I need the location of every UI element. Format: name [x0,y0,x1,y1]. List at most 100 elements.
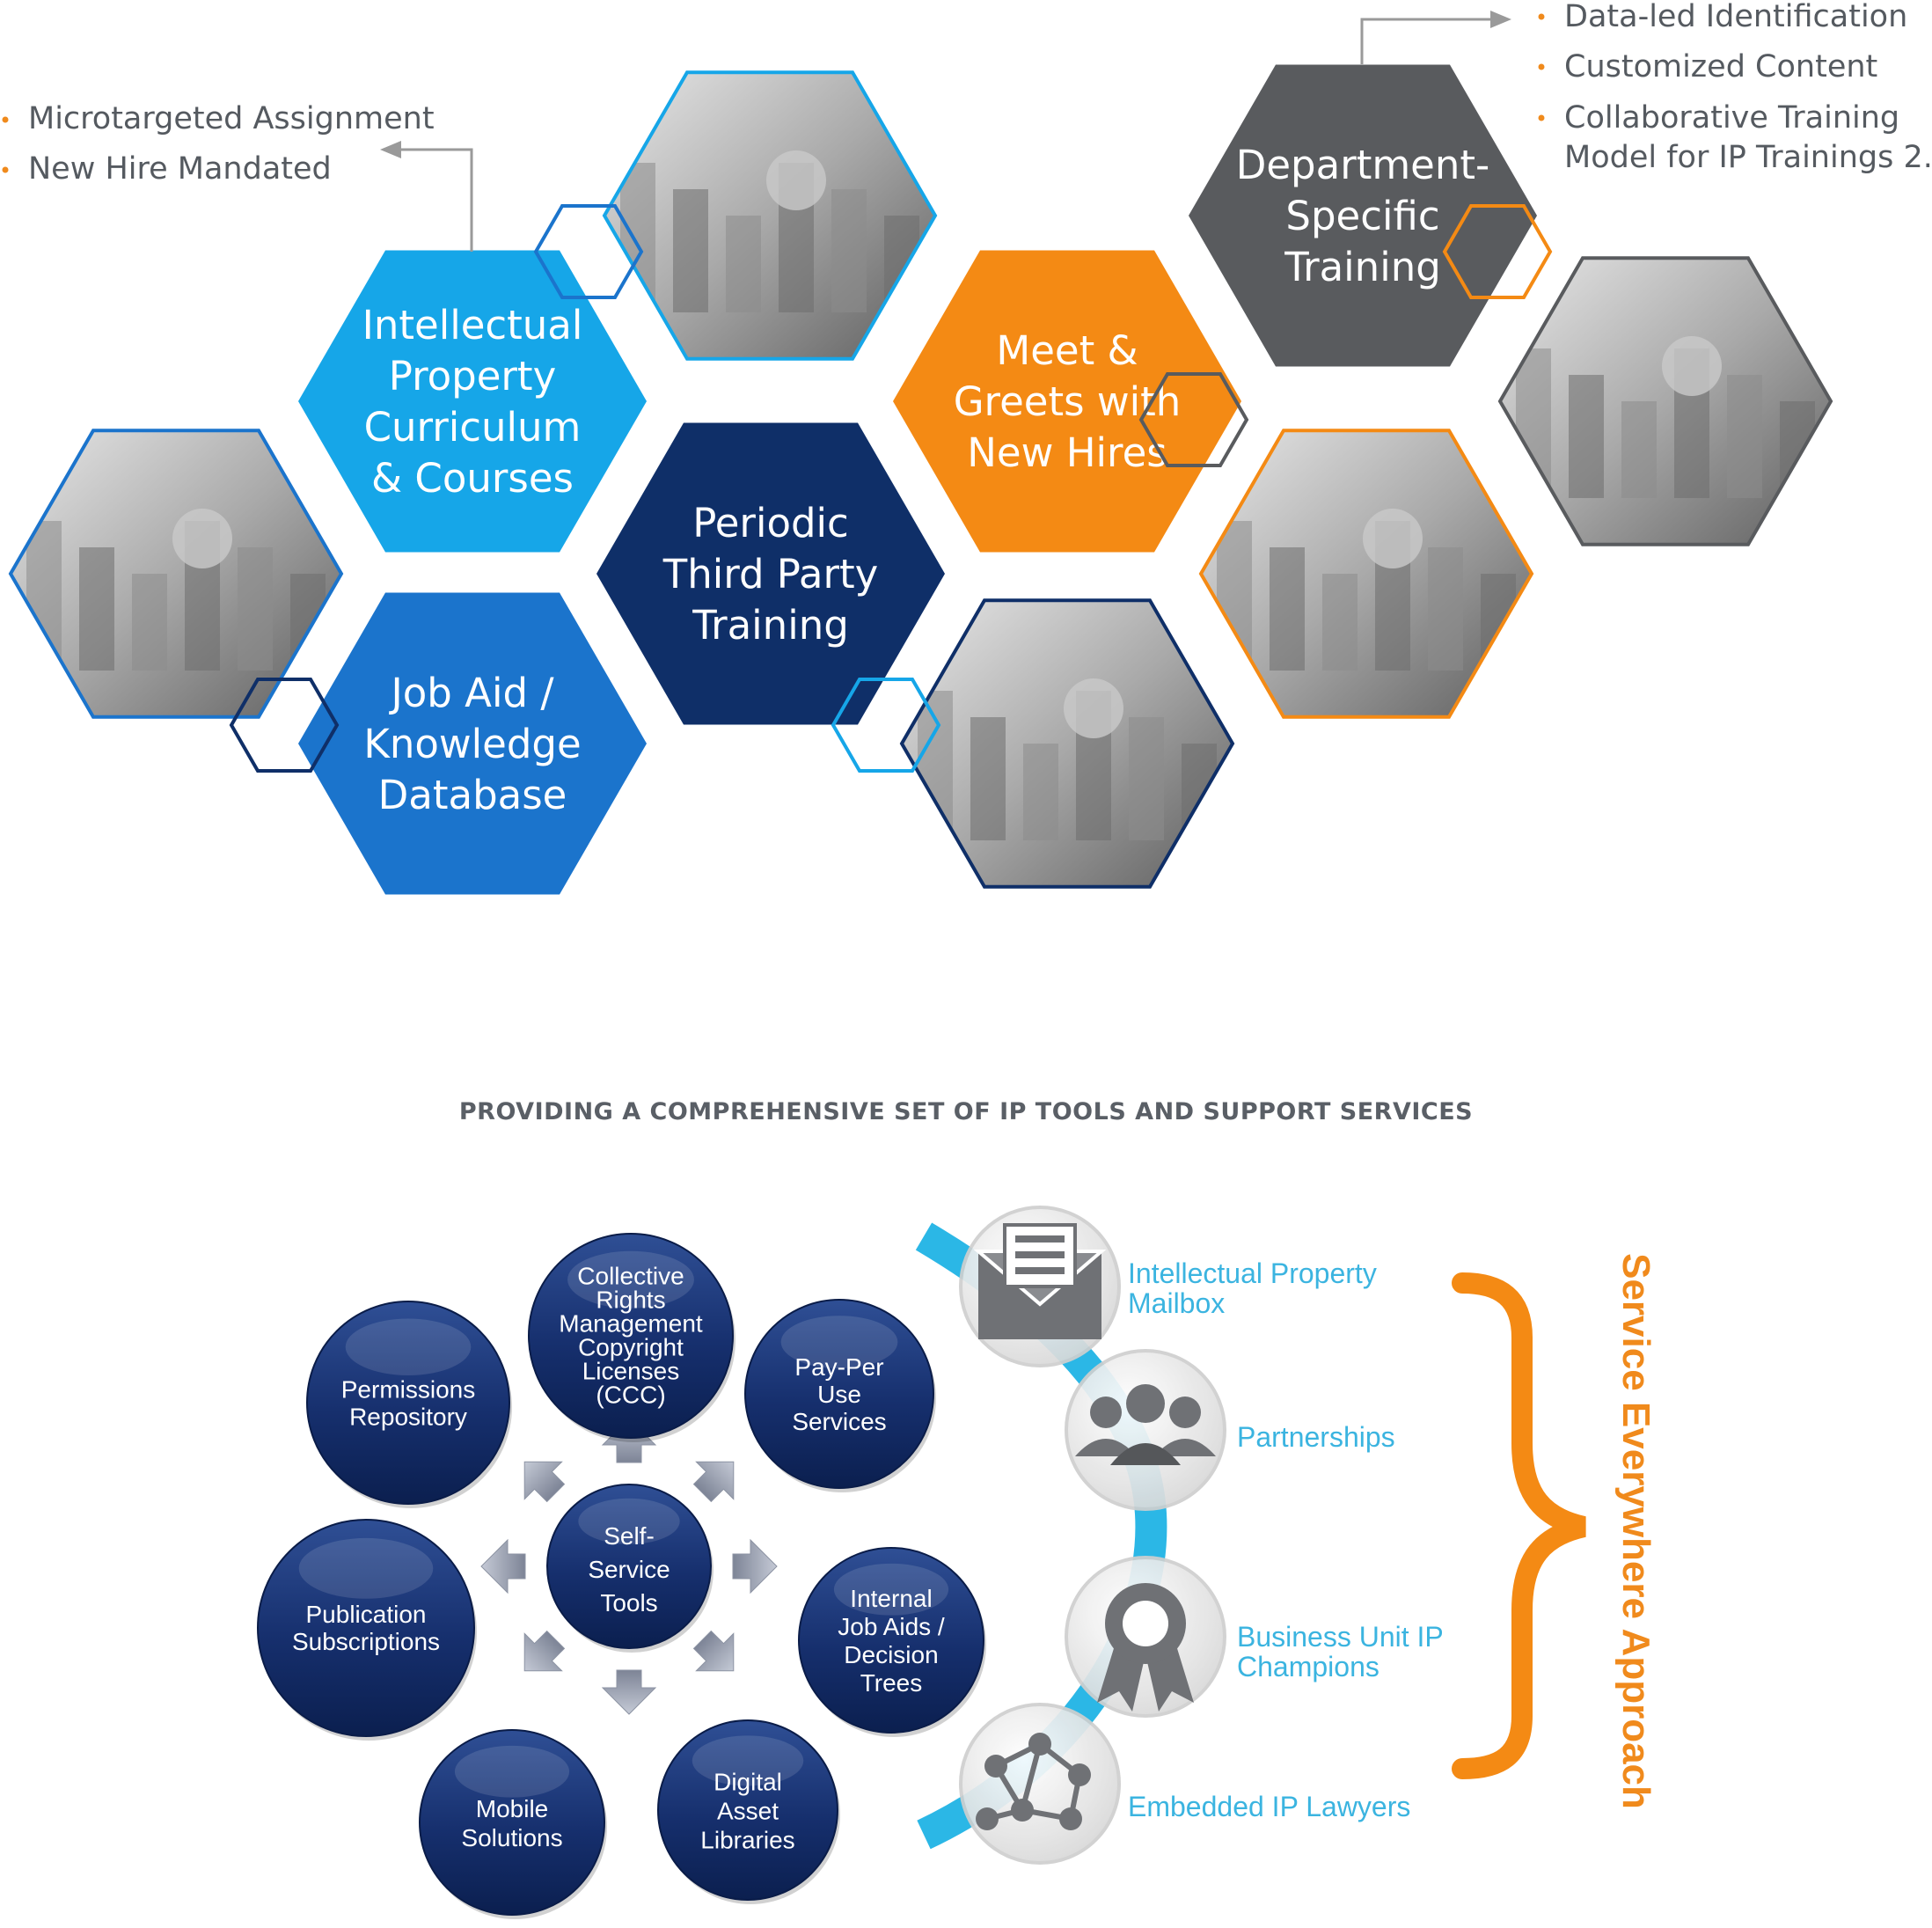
award-icon [1065,1556,1226,1718]
arrow-icon [732,1538,778,1594]
self-service-cluster: CollectiveRightsManagementCopyrightLicen… [257,1233,986,1919]
circle-label-line: Copyright [578,1333,684,1360]
connector-hexagon-icon [1138,372,1249,467]
bullet-collaborative-cont: Model for IP Trainings 2.0 [1564,140,1932,175]
bullet-dot-icon [1538,13,1545,20]
circle-label-line: Services [792,1408,886,1435]
bullet-dot-icon [1538,114,1545,121]
circle-label-line: (CCC) [596,1381,665,1408]
circle-label-line: Use [817,1381,861,1408]
service-labels: Intellectual Property Mailbox Partnershi… [1128,1257,1444,1822]
service-label-partnerships: Partnerships [1237,1421,1395,1453]
mail-icon [959,1206,1121,1367]
service-label-mailbox-1: Intellectual Property [1128,1257,1377,1289]
arrow-icon [523,1630,566,1672]
circle-label-line: Rights [596,1286,665,1313]
circle-label-line: Permissions [341,1376,475,1404]
service-label-lawyers: Embedded IP Lawyers [1128,1791,1410,1822]
hex-label-line: Meet & [996,327,1138,374]
network-icon [959,1703,1121,1865]
hex-label-line: Job Aid / [389,670,555,716]
hex-label-line: Intellectual [362,302,583,348]
circle-label-line: Self- [604,1522,655,1550]
circle-label-line: Decision [844,1641,938,1668]
service-icons [959,1206,1226,1865]
circle-label-line: Pay-Per [794,1353,883,1381]
bullet-collaborative: Collaborative Training [1564,100,1899,136]
circle-label-line: Mobile [476,1795,548,1822]
vertical-label: Service Everywhere Approach [1614,1253,1658,1809]
circle-label-line: Subscriptions [292,1628,440,1655]
arrow-icon [692,1630,735,1672]
left-bullet-list: Microtargeted Assignment New Hire Mandat… [2,101,435,187]
hex-label-line: Property [389,353,556,400]
left-connector-arrow [380,141,473,252]
circle-label-line: Tools [600,1589,657,1616]
circle-label-line: Publication [306,1601,427,1628]
connector-hexagon-icon [229,678,340,773]
hex-label-line: Curriculum [364,404,582,451]
circle-label-line: Management [559,1309,703,1337]
section-title: PROVIDING A COMPREHENSIVE SET OF IP TOOL… [459,1098,1473,1125]
hex-label-line: Training [692,602,849,649]
hex-label-line: Training [1284,244,1441,290]
hex-label-line: Department- [1236,142,1490,188]
circle-label-line: Licenses [582,1357,680,1384]
circle-label-line: Digital [714,1769,782,1796]
circle-label-line: Internal [850,1585,932,1612]
office-meeting-photo [899,598,1235,889]
circle-collective: CollectiveRightsManagementCopyrightLicen… [528,1233,735,1442]
center-arrows [480,1418,778,1715]
bullet-data-led: Data-led Identification [1564,0,1907,34]
hex-label-line: Database [378,772,567,818]
arrow-icon [601,1669,657,1715]
bullet-new-hire: New Hire Mandated [28,151,332,187]
seminar-hands-photo [1497,256,1833,546]
hex-label-line: Third Party [662,551,879,597]
circle-label-line: Trees [860,1669,923,1697]
bullet-microtargeted: Microtargeted Assignment [28,101,435,136]
hex-label-line: & Courses [371,455,574,502]
connector-hexagon-icon [1442,204,1553,299]
circle-label-line: Solutions [461,1824,562,1851]
hex-label-line: Greets with [954,378,1182,425]
arrow-icon [523,1461,566,1503]
handshake-photo [1198,429,1534,719]
arrow-icon [480,1538,526,1594]
hex-label-line: Periodic [692,500,849,546]
circle-label-line: Service [588,1556,670,1583]
service-label-mailbox-2: Mailbox [1128,1287,1225,1319]
connector-hexagon-icon [533,204,644,299]
circle-label-line: Job Aids / [838,1613,945,1640]
arrow-icon [692,1461,735,1503]
hex-label-line: New Hires [967,429,1167,476]
circle-label-line: Collective [577,1262,684,1289]
service-label-champions-2: Champions [1237,1651,1379,1682]
right-connector-arrow [1360,11,1511,64]
bullet-customized: Customized Content [1564,49,1877,84]
circle-label-line: Repository [349,1404,467,1431]
hex-label-line: Specific [1285,193,1439,239]
laptop-desk-photo [602,70,938,361]
service-label-champions-1: Business Unit IP [1237,1621,1444,1653]
bullet-dot-icon [2,166,9,173]
circle-label-line: Asset [717,1798,779,1825]
hex-label-line: Knowledge [363,721,581,767]
bullet-dot-icon [2,116,9,123]
people-icon [1065,1349,1226,1511]
bullet-dot-icon [1538,63,1545,70]
